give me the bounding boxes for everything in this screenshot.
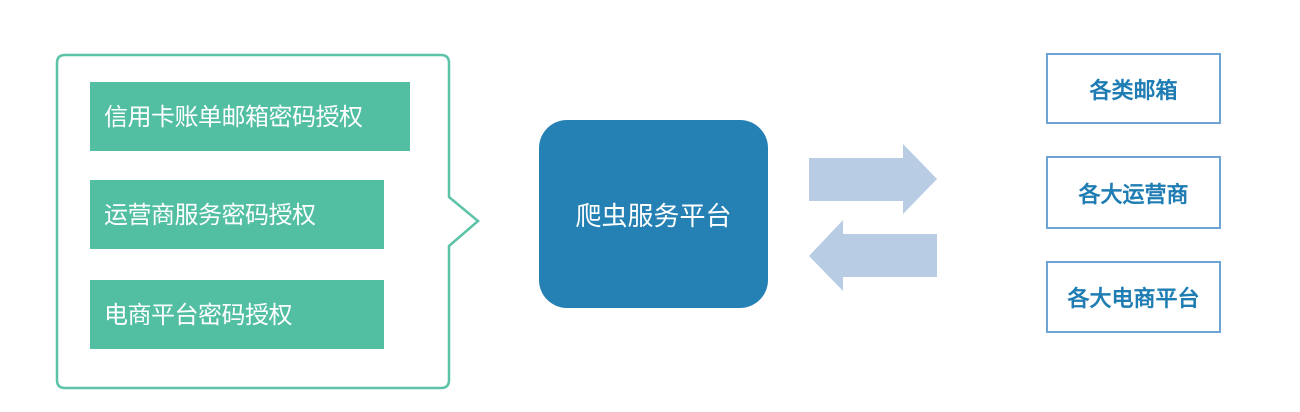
auth-item-credit-card-email: 信用卡账单邮箱密码授权 [90,82,410,151]
auth-item-label: 运营商服务密码授权 [104,200,316,229]
auth-item-label: 电商平台密码授权 [104,300,293,329]
target-label: 各大电商平台 [1067,287,1200,312]
target-carriers: 各大运营商 [1046,156,1221,229]
target-label: 各类邮箱 [1089,78,1178,104]
right-arrow-icon [809,144,937,214]
target-ecommerce-platforms: 各大电商平台 [1046,261,1221,333]
left-arrow-icon [809,220,937,291]
platform-label: 爬虫服务平台 [575,201,732,232]
auth-item-ecommerce: 电商平台密码授权 [90,280,384,349]
crawler-platform-node: 爬虫服务平台 [539,120,768,308]
target-label: 各大运营商 [1078,182,1189,208]
auth-item-label: 信用卡账单邮箱密码授权 [104,102,363,131]
auth-item-carrier: 运营商服务密码授权 [90,180,384,249]
target-email-providers: 各类邮箱 [1046,53,1221,124]
